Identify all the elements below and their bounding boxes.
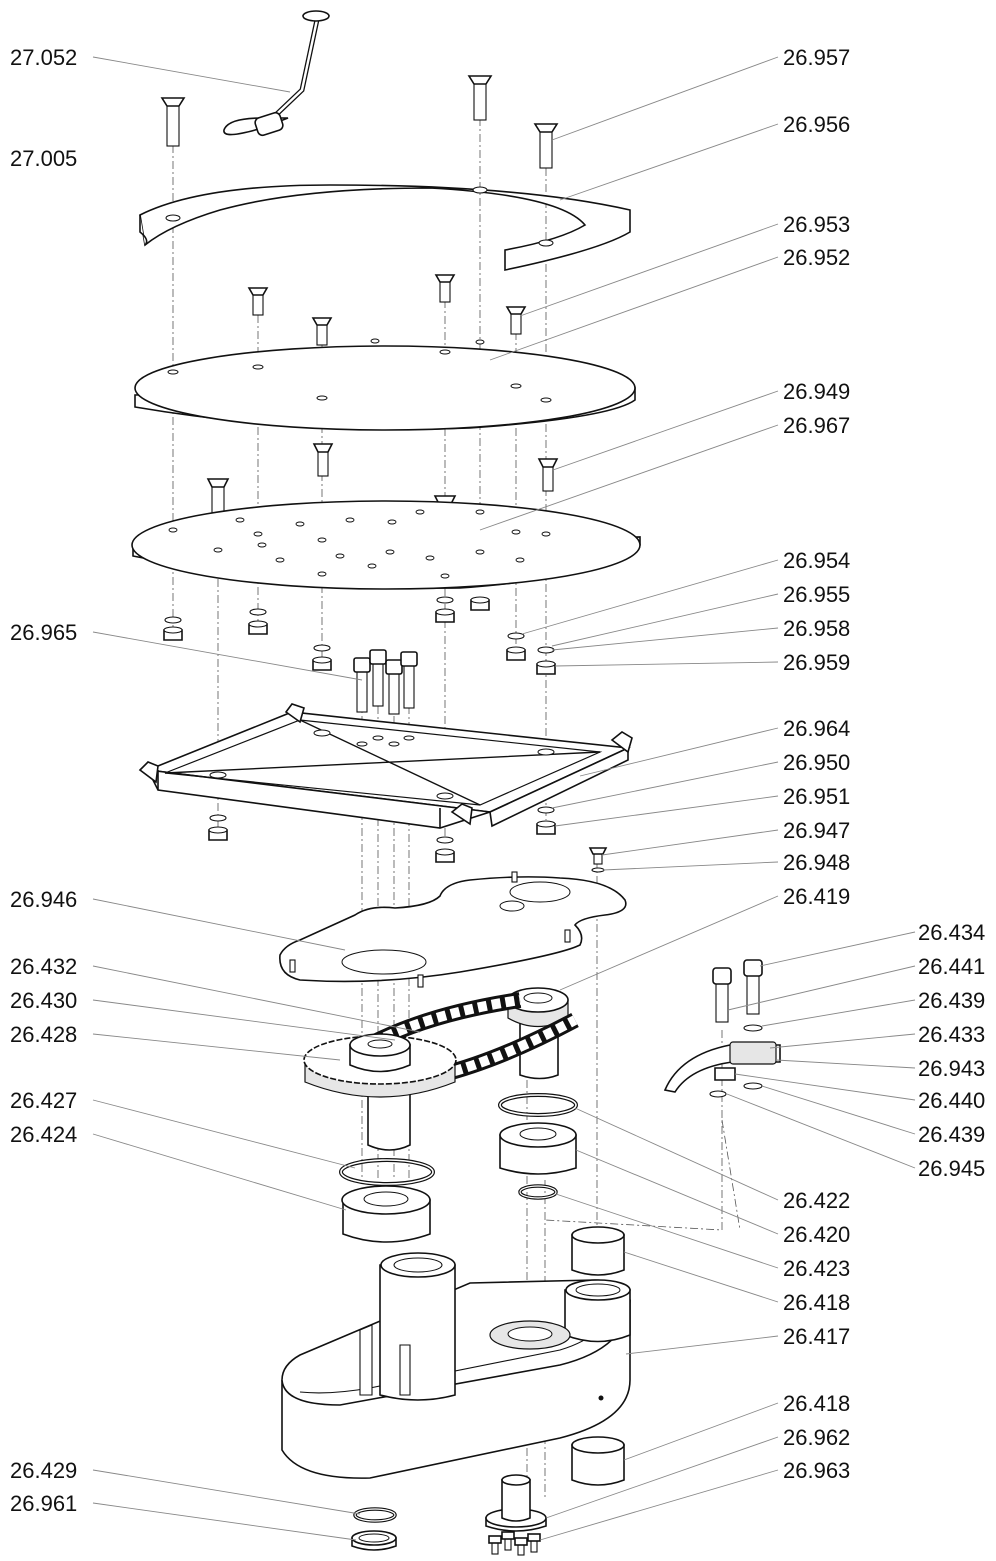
part-label: 26.962: [783, 1425, 850, 1450]
frame-26-964: [138, 703, 633, 829]
part-label: 26.432: [10, 954, 77, 979]
part-label: 26.429: [10, 1458, 77, 1483]
part-label: 26.952: [783, 245, 850, 270]
sprocket-large-26-428: [303, 1033, 457, 1151]
part-label: 26.433: [918, 1022, 985, 1047]
part-label: 26.439: [918, 1122, 985, 1147]
part-label: 26.422: [783, 1188, 850, 1213]
part-label: 26.947: [783, 818, 850, 843]
part-label: 26.420: [783, 1222, 850, 1247]
cable-27-052: [223, 10, 330, 137]
circlip-26-427: [339, 1158, 435, 1186]
part-label: 26.955: [783, 582, 850, 607]
part-label: 26.418: [783, 1290, 850, 1315]
part-label: 27.052: [10, 45, 77, 70]
part-label: 26.419: [783, 884, 850, 909]
part-label: 26.441: [918, 954, 985, 979]
bolts-26-965: [353, 649, 418, 715]
circlip-26-423: [518, 1184, 558, 1200]
bushing-26-418-bottom: [571, 1436, 625, 1486]
bushing-26-418-top: [571, 1226, 625, 1276]
part-label: 26.427: [10, 1088, 77, 1113]
part-label: 26.953: [783, 212, 850, 237]
part-label: 26.946: [10, 887, 77, 912]
part-label: 26.418: [783, 1391, 850, 1416]
leader-lines-right: [479, 56, 916, 1541]
horseshoe-plate-26-956: [139, 184, 631, 271]
seal-26-961: [351, 1530, 397, 1551]
round-plate-26-952: [134, 338, 636, 431]
part-label: 26.956: [783, 112, 850, 137]
perforated-plate-26-967: [131, 500, 641, 590]
part-label: 26.439: [918, 988, 985, 1013]
screws-26-963: [488, 1531, 541, 1556]
bearing-26-420: [499, 1122, 577, 1175]
part-label: 26.423: [783, 1256, 850, 1281]
part-label: 26.959: [783, 650, 850, 675]
circlip-26-422: [498, 1093, 578, 1117]
part-label: 26.430: [10, 988, 77, 1013]
part-label: 26.965: [10, 620, 77, 645]
part-label: 26.434: [918, 920, 985, 945]
housing-26-417: [281, 1252, 631, 1479]
leader-lines-left: [92, 56, 421, 1541]
part-label: 26.440: [918, 1088, 985, 1113]
part-label: 26.943: [918, 1056, 985, 1081]
part-label: 27.005: [10, 146, 77, 171]
part-label: 26.424: [10, 1122, 77, 1147]
flange-bushing-26-962: [485, 1474, 547, 1532]
part-label: 26.945: [918, 1156, 985, 1181]
part-label: 26.428: [10, 1022, 77, 1047]
screws-top: [160, 75, 559, 169]
part-label: 26.967: [783, 413, 850, 438]
tensioner-group-26-433-26-945: [663, 959, 781, 1098]
part-label: 26.964: [783, 716, 850, 741]
part-label: 26.950: [783, 750, 850, 775]
screws-plate-26-953: [247, 274, 527, 346]
bearing-26-424: [341, 1185, 431, 1243]
part-label: 26.958: [783, 616, 850, 641]
labels-right: 26.957 26.956 26.953 26.952 26.949 26.96…: [783, 45, 985, 1483]
part-label: 26.961: [10, 1491, 77, 1516]
cover-plate-26-946: [279, 847, 627, 988]
part-label: 26.954: [783, 548, 850, 573]
part-label: 26.957: [783, 45, 850, 70]
nuts-washers-26-954-26-959: [163, 596, 556, 675]
circlip-26-429: [353, 1507, 397, 1523]
part-label: 26.949: [783, 379, 850, 404]
part-label: 26.948: [783, 850, 850, 875]
frame-nuts-26-950-26-951: [208, 806, 556, 863]
part-label: 26.417: [783, 1324, 850, 1349]
part-label: 26.963: [783, 1458, 850, 1483]
part-label: 26.951: [783, 784, 850, 809]
labels-left: 27.052 27.005 26.965 26.946 26.432 26.43…: [10, 45, 77, 1516]
